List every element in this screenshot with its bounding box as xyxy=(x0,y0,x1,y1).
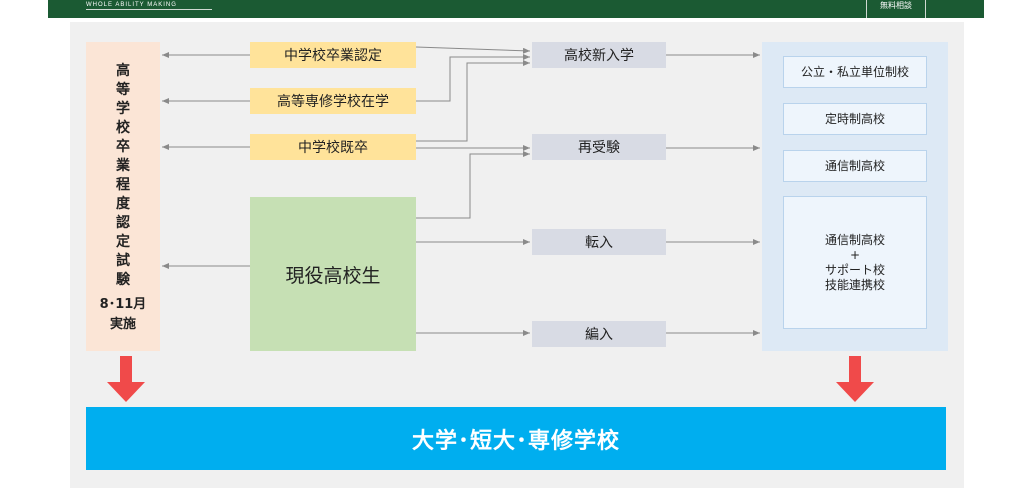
exam-schedule: 8･11月 xyxy=(99,296,147,312)
school-combo-line3: サポート校 xyxy=(824,262,885,277)
arrow-graduate-to-new-entry xyxy=(416,60,530,142)
school-combo-line4: 技能連携校 xyxy=(824,277,885,292)
source-technical: 高等専修学校在学 xyxy=(250,88,416,114)
school-combo: 通信制高校 + サポート校 技能連携校 xyxy=(783,196,927,329)
exam-schedule-suffix: 実施 xyxy=(109,316,136,332)
arrow-current-to-retake xyxy=(416,151,530,219)
school-credit: 公立・私立単位制校 xyxy=(783,56,927,88)
path-new-entry: 高校新入学 xyxy=(532,42,666,68)
exam-label: 高等学校卒業程度認定試験 xyxy=(116,63,130,288)
source-certified: 中学校卒業認定 xyxy=(250,42,416,68)
down-arrow-left xyxy=(107,356,145,402)
brand-tagline: WHOLE ABILITY MAKING xyxy=(86,2,177,8)
school-correspondence: 通信制高校 xyxy=(783,150,927,182)
arrow-certified-to-new-entry xyxy=(415,46,531,54)
path-transfer: 転入 xyxy=(532,229,666,255)
source-graduate: 中学校既卒 xyxy=(250,134,416,160)
source-current-student: 現役高校生 xyxy=(250,197,416,351)
header-bar: WHOLE ABILITY MAKING 無料相談 xyxy=(48,0,984,18)
path-retake: 再受験 xyxy=(532,134,666,160)
school-combo-line1: 通信制高校 xyxy=(824,232,885,247)
path-reenroll: 編入 xyxy=(532,321,666,347)
tagline-underline xyxy=(86,9,212,10)
arrow-technical-to-new-entry xyxy=(416,54,530,102)
destination-bar: 大学･短大･専修学校 xyxy=(86,407,946,470)
school-parttime: 定時制高校 xyxy=(783,103,927,135)
school-combo-line2: + xyxy=(849,247,861,262)
free-consultation-link[interactable]: 無料相談 xyxy=(866,0,926,18)
exam-box: 高等学校卒業程度認定試験 xyxy=(86,42,160,351)
down-arrow-right xyxy=(836,356,874,402)
